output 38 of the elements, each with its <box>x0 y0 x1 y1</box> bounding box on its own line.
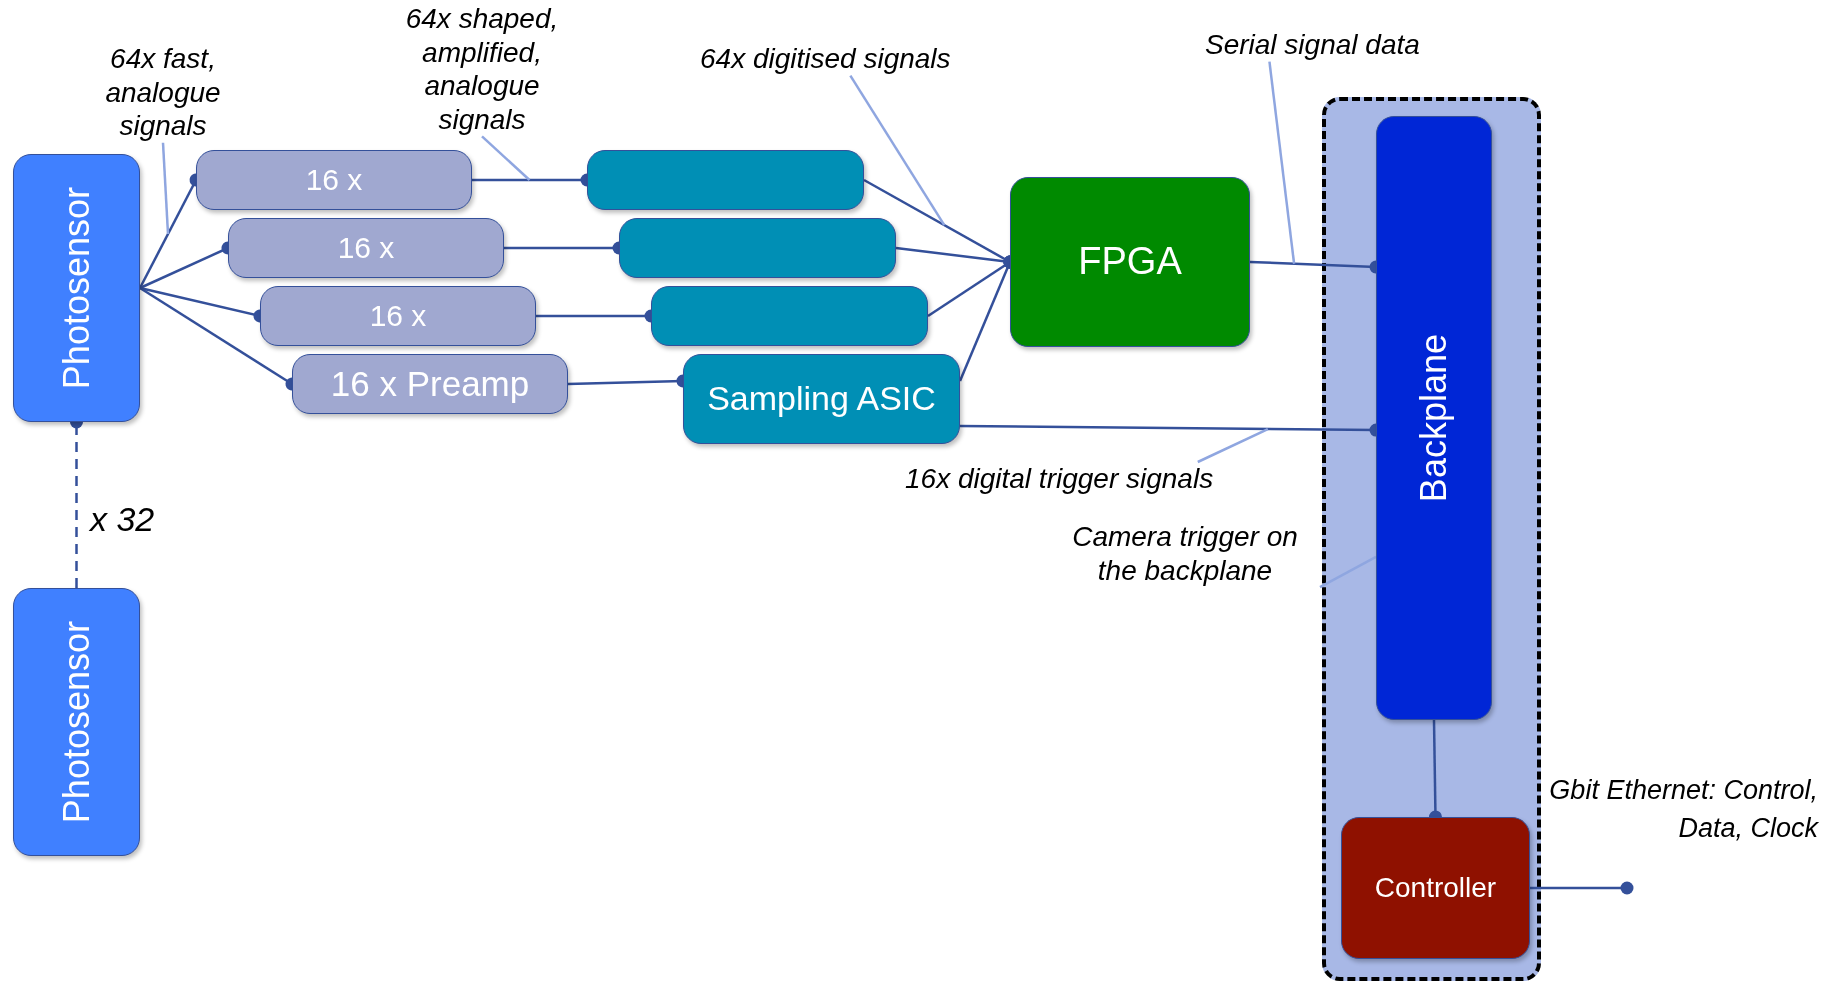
asic-box <box>587 150 864 210</box>
controller-box <box>1341 817 1530 959</box>
box-label: 16 x <box>337 230 395 266</box>
leader-line <box>1197 427 1269 464</box>
box-label: Sampling ASIC <box>707 379 936 419</box>
box-label: Photosensor <box>55 186 98 390</box>
preamp-box <box>196 150 472 210</box>
leader-line <box>481 135 531 181</box>
leader-line <box>1268 61 1296 264</box>
box-label: Backplane <box>1413 333 1455 503</box>
callout-text: Camera trigger on the backplane <box>1050 520 1320 588</box>
photosensor-box <box>13 154 140 422</box>
box-label: Photosensor <box>55 620 98 824</box>
callout-text: Serial signal data <box>1205 28 1420 62</box>
asic-box <box>651 286 928 346</box>
note-text: Gbit Ethernet: Control, Data, Clock <box>1548 774 1818 845</box>
leader-line <box>849 74 946 226</box>
preamp-box <box>228 218 504 278</box>
callout-text: 64x digitised signals <box>700 42 951 76</box>
asic-box <box>683 354 960 444</box>
box-label: 16 x <box>369 298 427 334</box>
box-label: FPGA <box>1078 240 1182 284</box>
callout-text: 64x fast, analogue signals <box>88 42 238 143</box>
callout-text: 64x shaped, amplified, analogue signals <box>392 2 572 137</box>
box-label: Controller <box>1374 871 1497 905</box>
box-label: 16 x <box>305 162 363 198</box>
backplane-box <box>1376 116 1492 720</box>
preamp-box <box>260 286 536 346</box>
leader-line <box>1319 555 1377 589</box>
preamp-box <box>292 354 568 414</box>
asic-box <box>619 218 896 278</box>
box-label: 16 x Preamp <box>330 363 530 405</box>
connector-line <box>1530 881 1634 895</box>
callout-text: 16x digital trigger signals <box>905 462 1214 496</box>
photosensor-box <box>13 588 140 856</box>
leader-line <box>161 142 170 235</box>
fpga-box <box>1010 177 1250 347</box>
dashed-enclosure <box>1322 97 1541 981</box>
